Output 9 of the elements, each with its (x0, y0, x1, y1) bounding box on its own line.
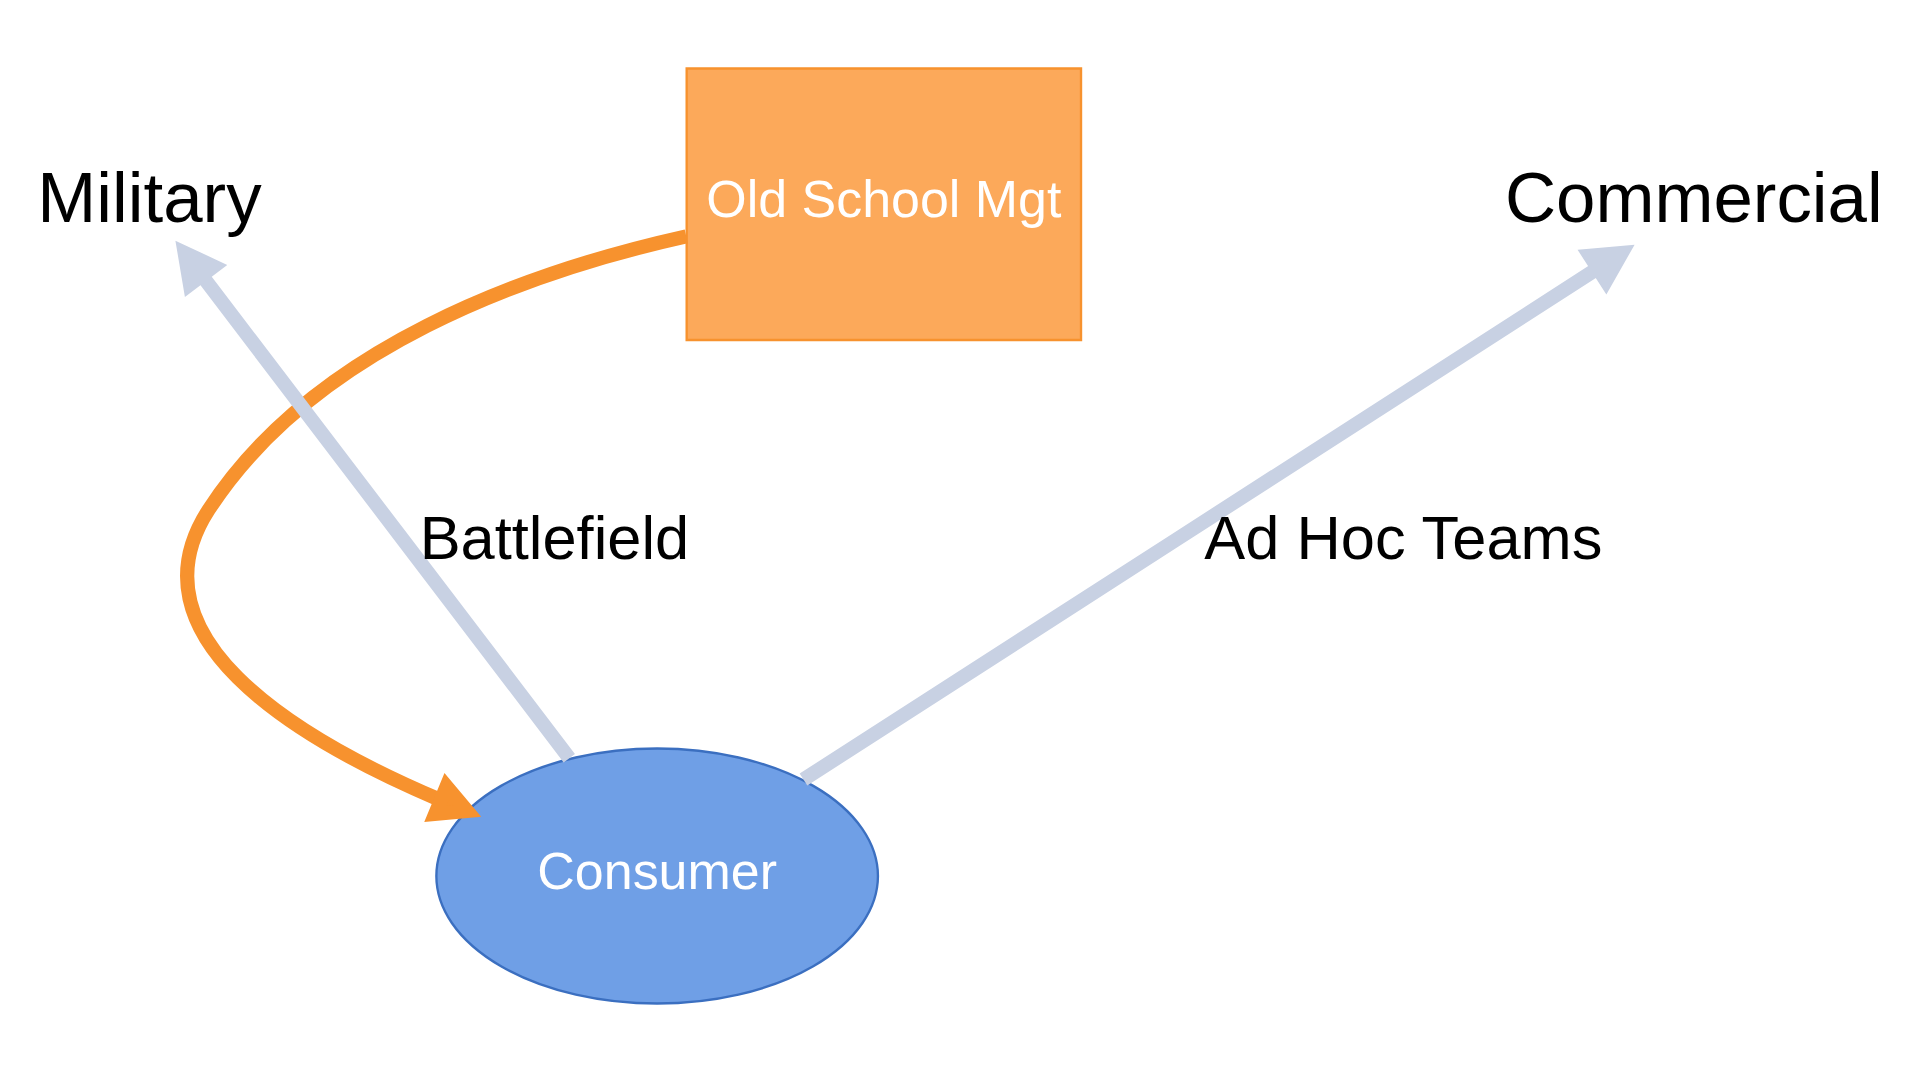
node-box: Old School Mgt (685, 67, 1083, 342)
arrow (180, 229, 688, 823)
node-text: Commercial (1504, 157, 1883, 237)
edge-label: Ad Hoc Teams (1204, 503, 1603, 573)
node-ellipse: Consumer (435, 747, 880, 1005)
arrow (799, 244, 1635, 786)
edge-label: Battlefield (419, 503, 690, 573)
arrow (175, 240, 575, 763)
node-text: Military (37, 157, 262, 237)
